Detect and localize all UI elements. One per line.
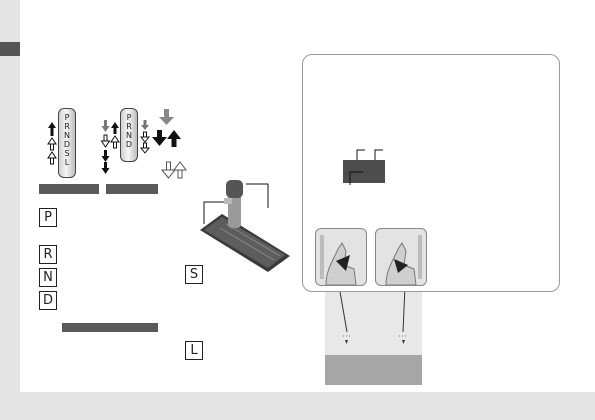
gate-a: P R N D S L (58, 108, 76, 178)
hand-press-icon (385, 235, 422, 285)
gate-a-label-bar (39, 184, 99, 194)
gate-b: P R N D (120, 108, 138, 162)
gate-b-arrows (110, 109, 187, 179)
up-arrow-icon (47, 151, 57, 165)
detail-leader-lines (338, 285, 407, 344)
down-arrow-icon (101, 150, 110, 162)
down-arrow-icon (160, 161, 177, 179)
gear-box-d: D (39, 291, 57, 310)
hand-press-icon (320, 235, 357, 285)
down-arrow-icon (101, 120, 110, 132)
hand-press-left-thumb (315, 228, 367, 286)
gate-a-letter: R (64, 122, 70, 131)
down-arrow-icon (139, 131, 151, 143)
bottom-margin (0, 392, 595, 420)
up-arrow-icon (48, 122, 56, 136)
gate-b-letter: N (126, 131, 132, 140)
section-tab (0, 42, 20, 56)
detail-gray-band (325, 355, 422, 385)
gate-a-letter: P (64, 113, 70, 122)
gate-a-arrows (47, 120, 111, 174)
gear-box-r: R (39, 245, 57, 264)
note-heading-bar (62, 323, 158, 332)
gear-display-indicator (343, 160, 385, 183)
gear-box-p: P (39, 208, 57, 227)
down-arrow-icon (159, 109, 174, 125)
gate-b-label-bar (106, 184, 158, 194)
gear-box-s: S (185, 265, 203, 284)
gate-b-letter: P (126, 113, 132, 122)
down-arrow-icon (100, 134, 111, 148)
gear-box-l: L (185, 341, 203, 360)
gate-b-letter: D (125, 140, 133, 149)
gear-box-n: N (39, 268, 57, 287)
manual-page: P R N D S L P R N D P R N D S L (0, 0, 595, 392)
down-arrow-icon (101, 162, 110, 174)
gate-a-letter: S (64, 149, 70, 158)
up-arrow-icon (173, 161, 187, 179)
gate-a-letter: D (63, 140, 71, 149)
up-arrow-icon (110, 135, 120, 149)
gate-a-letter: N (64, 131, 70, 140)
gate-a-letter: L (64, 158, 70, 167)
shift-lever-icon (200, 180, 290, 272)
gate-b-letter: R (126, 122, 132, 131)
down-arrow-icon (139, 142, 151, 154)
display-leader-lines (349, 149, 383, 185)
hand-press-right-thumb (375, 228, 427, 286)
up-arrow-icon (47, 137, 57, 151)
down-arrow-icon (152, 130, 167, 146)
up-arrow-icon (111, 122, 119, 134)
down-arrow-icon (141, 120, 149, 130)
up-arrow-icon (167, 130, 181, 147)
